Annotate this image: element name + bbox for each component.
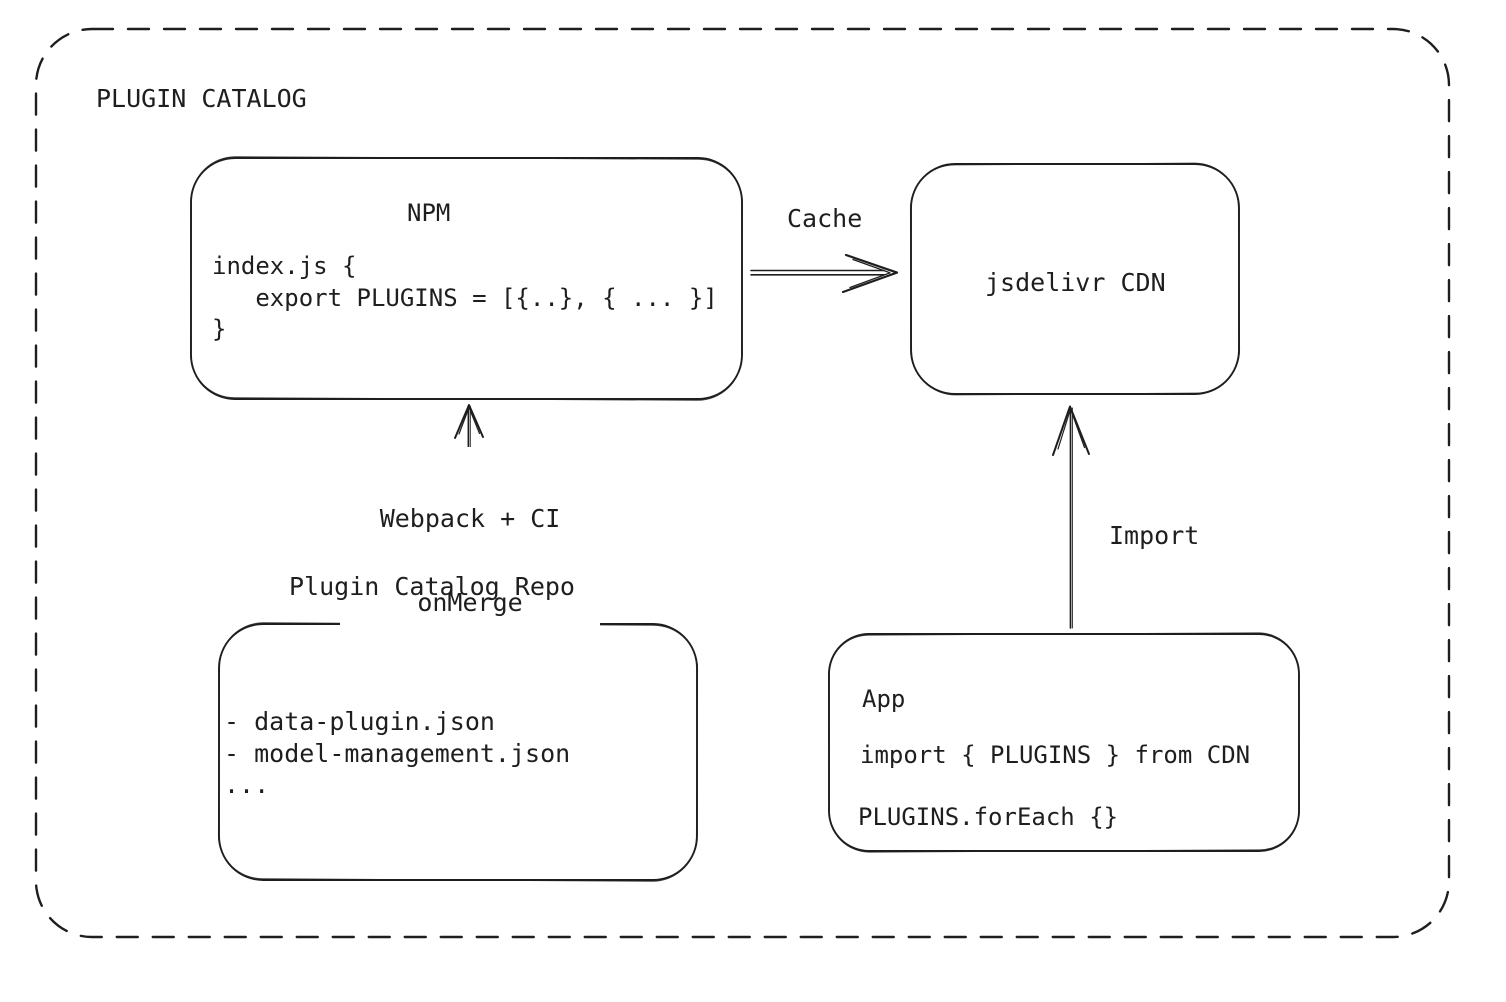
build-arrow-label-line1: Webpack + CI: [379, 504, 561, 533]
app-box-title: App: [862, 685, 906, 713]
app-box: [828, 632, 1300, 853]
build-arrow-label-line2: onMerge: [417, 588, 523, 617]
catalog-boundary-box: [34, 27, 1451, 939]
app-code-foreach-line: PLUGINS.forEach {}: [858, 803, 1119, 831]
npm-box-title: NPM: [407, 199, 451, 227]
import-arrow-label: Import: [1109, 521, 1200, 550]
app-code-import-line: import { PLUGINS } from CDN: [860, 741, 1251, 769]
npm-box: [190, 156, 743, 401]
repo-box-title: Plugin Catalog Repo: [289, 572, 575, 601]
cdn-box-label: jsdelivr CDN: [985, 268, 1166, 297]
build-arrow-label: Webpack + CI onMerge: [340, 447, 600, 675]
cache-arrow: [750, 253, 899, 294]
diagram-title: PLUGIN CATALOG: [96, 84, 307, 113]
cdn-box: [909, 162, 1241, 396]
import-arrow: [1052, 405, 1090, 629]
cache-arrow-label: Cache: [787, 204, 863, 233]
repo-file-list: - data-plugin.json - model-management.js…: [224, 707, 571, 799]
npm-code-block: index.js { export PLUGINS = [{..}, { ...…: [212, 252, 718, 343]
